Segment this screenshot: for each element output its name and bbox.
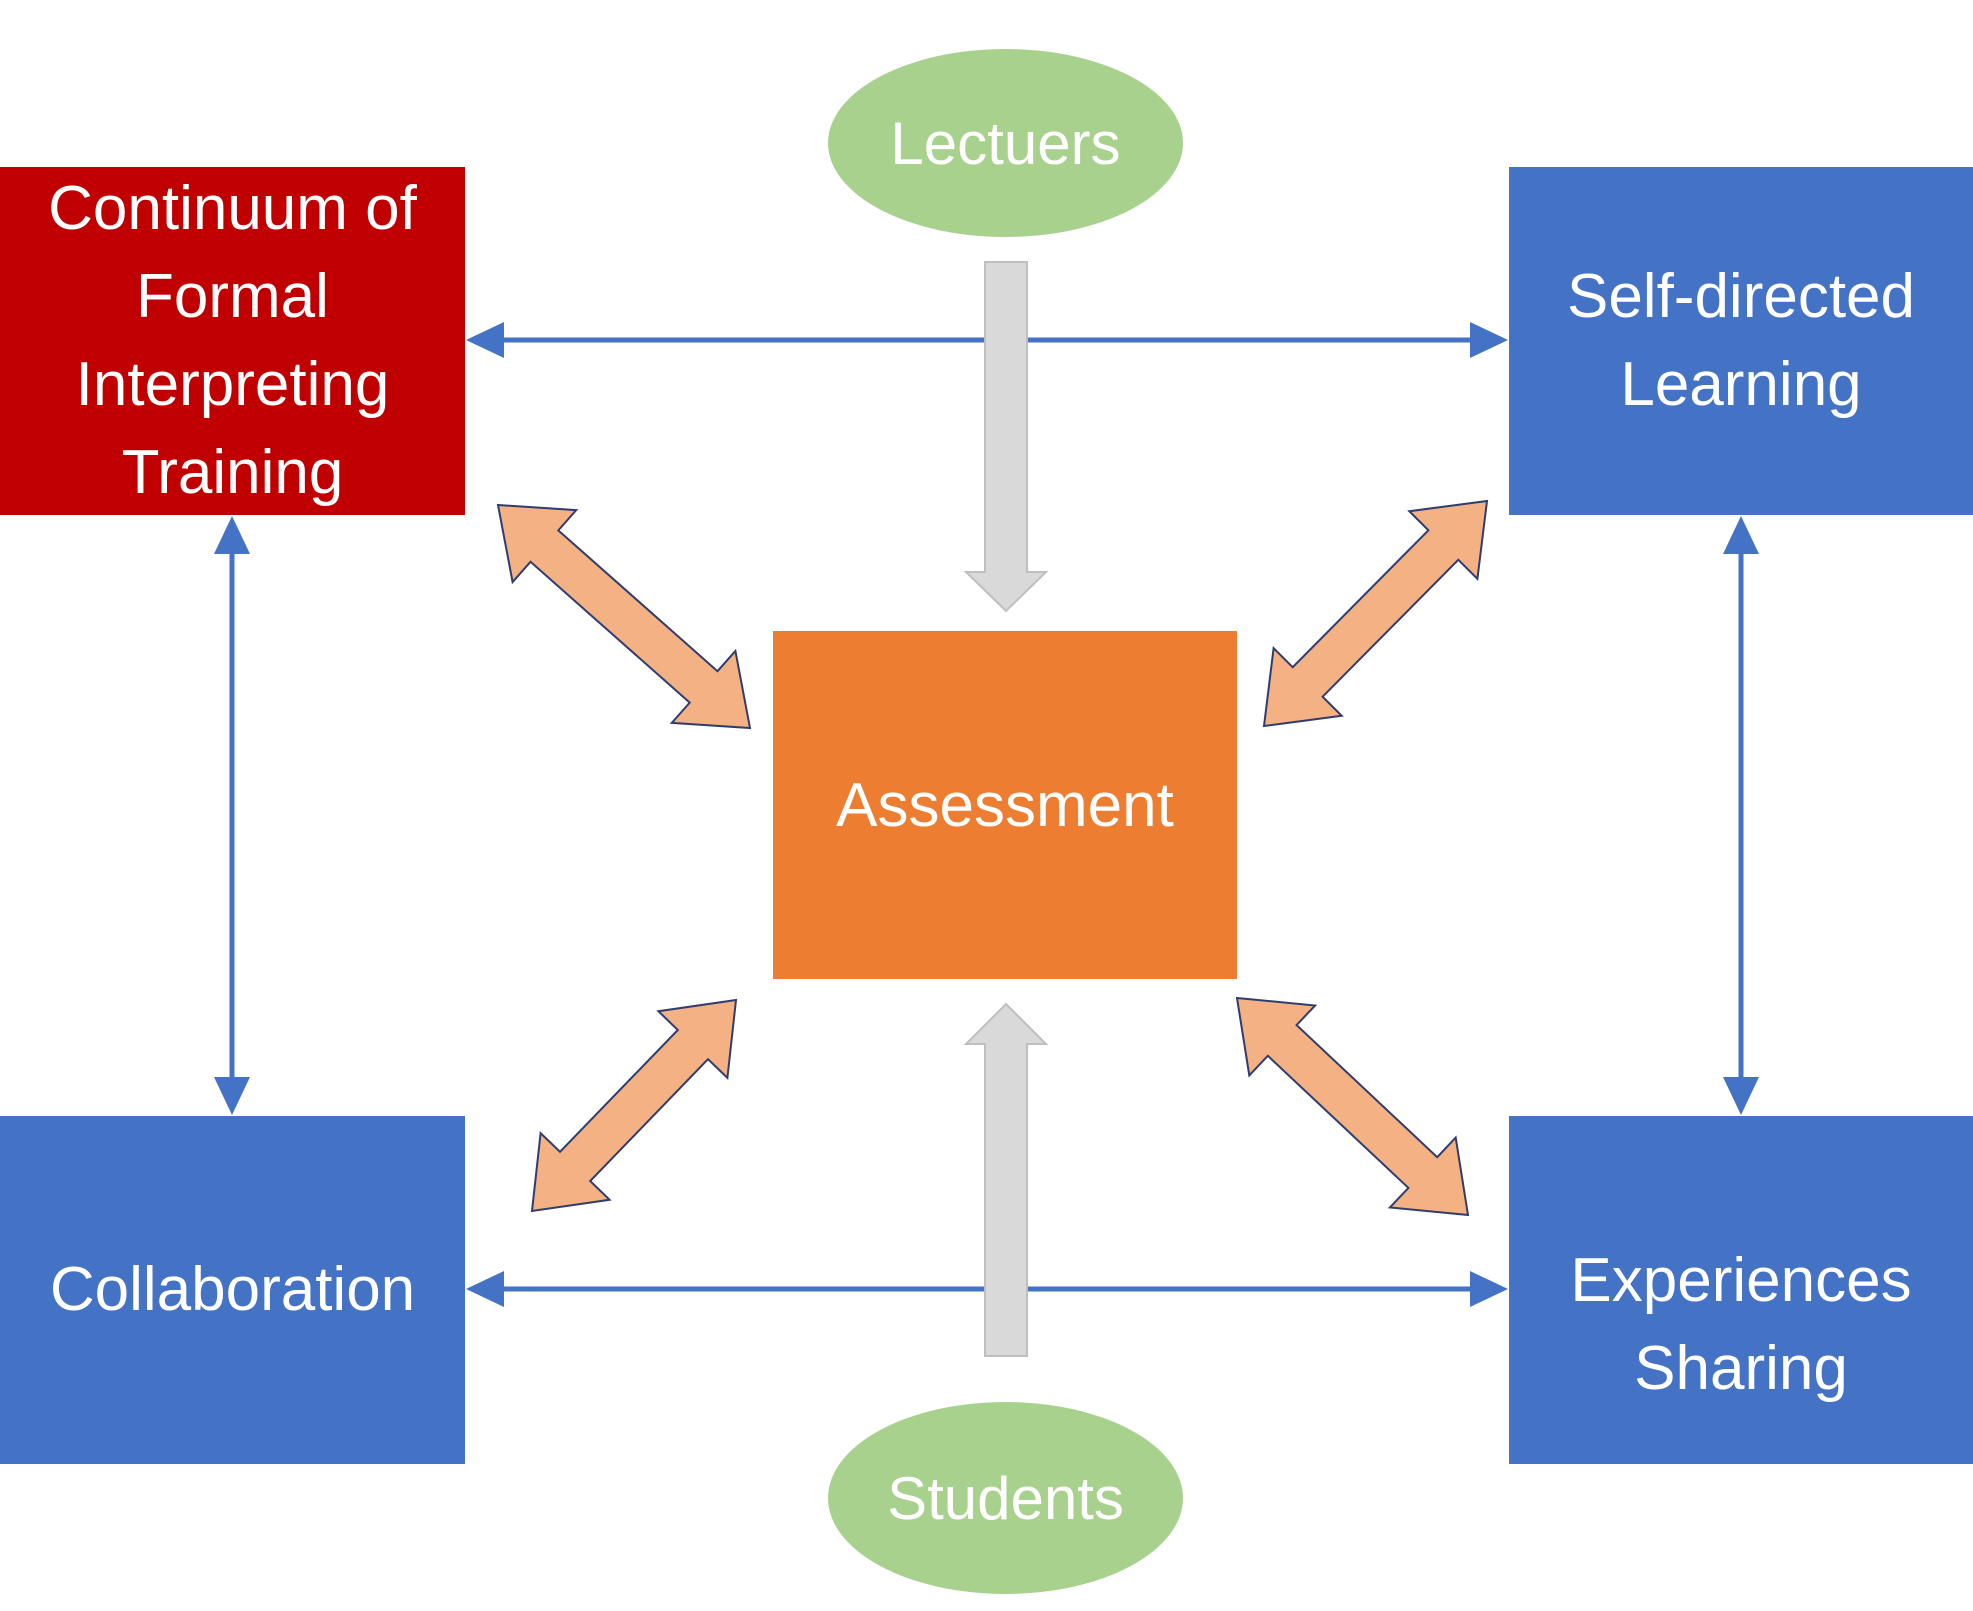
arrow-students-to-assessment <box>963 1002 1049 1357</box>
node-collaboration-label: Collaboration <box>50 1246 415 1334</box>
node-self-directed-line-1: Self-directed <box>1566 262 1916 331</box>
node-experiences-sharing-label: Experiences Sharing <box>1570 1237 1911 1413</box>
node-formal-training-line-2: Formal <box>136 262 329 331</box>
arrow-lecturers-to-assessment <box>963 261 1049 613</box>
node-lecturers: Lectuers <box>828 49 1183 237</box>
peach-arrow-experiences-assessment <box>1235 996 1470 1217</box>
node-collaboration: Collaboration <box>0 1116 465 1464</box>
node-experiences-sharing: Experiences Sharing <box>1509 1116 1973 1464</box>
connector-selfdirected-to-experiences <box>1723 516 1759 1115</box>
node-formal-training-line-4: Training <box>121 438 344 507</box>
peach-arrow-formal-assessment <box>496 503 752 730</box>
node-students: Students <box>828 1402 1183 1594</box>
node-lecturers-label: Lectuers <box>890 109 1121 177</box>
node-assessment: Assessment <box>773 631 1237 979</box>
node-experiences-sharing-line-2: Sharing <box>1634 1334 1848 1403</box>
node-self-directed-learning: Self-directed Learning <box>1509 167 1973 515</box>
node-formal-training-label: Continuum of Formal Interpreting Trainin… <box>48 165 417 517</box>
peach-arrow-collaboration-assessment <box>530 998 738 1213</box>
node-formal-training-line-1: Continuum of <box>48 174 417 243</box>
node-self-directed-line-2: Learning <box>1620 350 1862 419</box>
node-assessment-label: Assessment <box>836 770 1174 840</box>
node-students-label: Students <box>887 1464 1124 1532</box>
node-collaboration-line-1: Collaboration <box>49 1255 416 1324</box>
node-experiences-sharing-line-1: Experiences <box>1570 1246 1912 1315</box>
node-formal-training-line-3: Interpreting <box>75 350 390 419</box>
connector-formal-to-collaboration <box>214 516 250 1115</box>
node-self-directed-label: Self-directed Learning <box>1567 253 1915 429</box>
node-formal-training: Continuum of Formal Interpreting Trainin… <box>0 167 465 515</box>
peach-arrow-selfdirected-assessment <box>1262 499 1489 728</box>
